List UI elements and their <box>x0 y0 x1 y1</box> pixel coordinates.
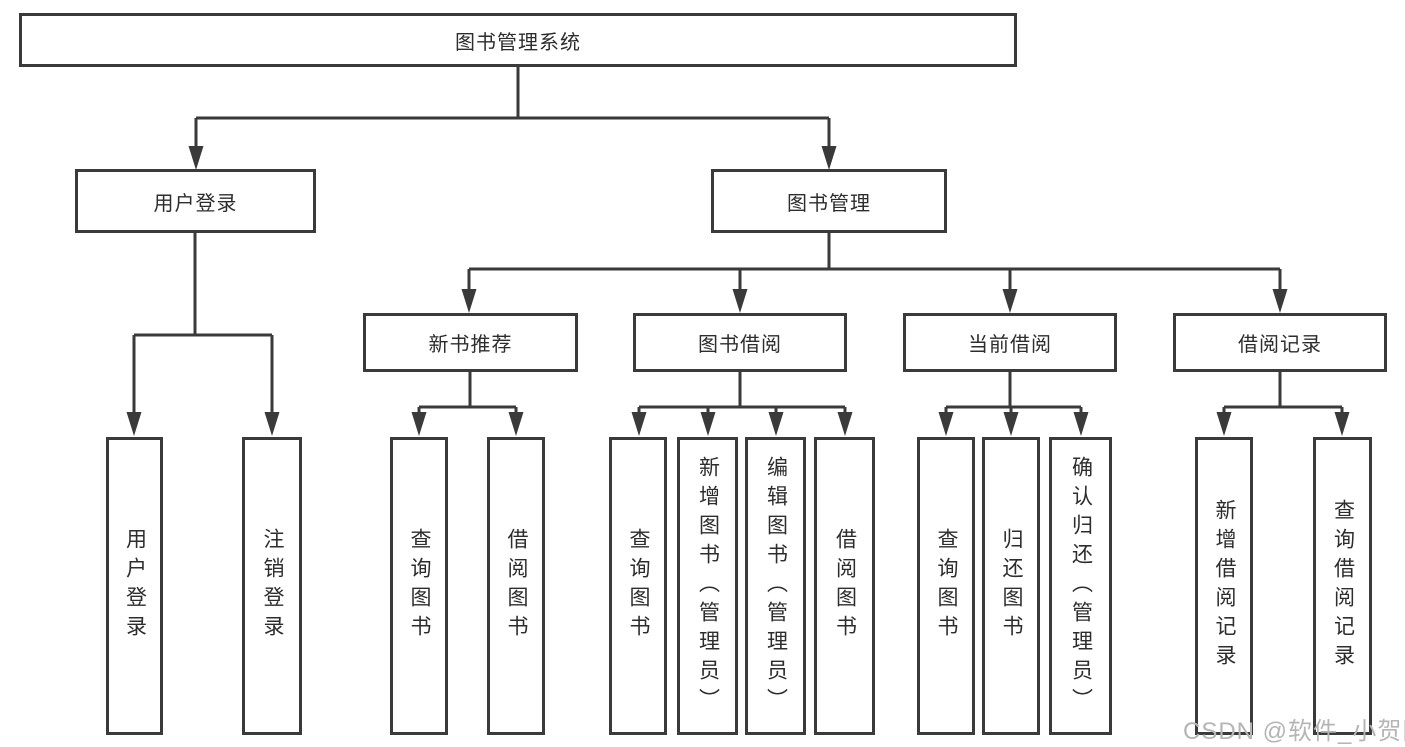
node-book-management-module: 图书管理 <box>711 169 947 233</box>
node-bb-borrow-books: 借阅图书 <box>814 437 875 735</box>
node-cb-return-books: 归还图书 <box>982 437 1040 735</box>
node-new-book-recommend: 新书推荐 <box>363 313 578 372</box>
node-bb-add-books-admin: 新增图书（管理员） <box>677 437 738 735</box>
node-br-add-record: 新增借阅记录 <box>1195 437 1253 735</box>
node-cb-query-books: 查询图书 <box>917 437 975 735</box>
node-logout: 注销登录 <box>242 437 302 735</box>
node-user-login: 用户登录 <box>106 437 163 735</box>
node-cb-confirm-return-admin: 确认归还（管理员） <box>1049 437 1112 735</box>
node-nb-query-books: 查询图书 <box>390 437 448 735</box>
node-root: 图书管理系统 <box>19 13 1017 67</box>
node-bb-edit-books-admin: 编辑图书（管理员） <box>745 437 806 735</box>
node-user-login-module: 用户登录 <box>75 169 316 233</box>
node-bb-query-books: 查询图书 <box>609 437 667 735</box>
node-current-borrow: 当前借阅 <box>903 313 1117 372</box>
arrowheads <box>126 146 1350 436</box>
csdn-watermark: CSDN @软件_小贺同学 <box>1183 718 1405 745</box>
node-book-borrow: 图书借阅 <box>633 313 847 372</box>
node-nb-borrow-books: 借阅图书 <box>487 437 545 735</box>
node-br-query-record: 查询借阅记录 <box>1313 437 1372 735</box>
node-borrow-records: 借阅记录 <box>1173 313 1387 372</box>
